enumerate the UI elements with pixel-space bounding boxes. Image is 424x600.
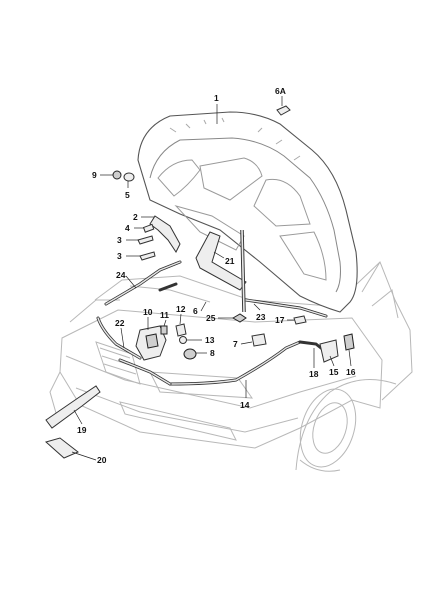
part-17-buffer xyxy=(293,315,307,325)
callout-13: 13 xyxy=(205,335,215,345)
part-20-trim xyxy=(44,437,79,459)
callout-1: 1 xyxy=(214,93,219,103)
callout-19: 19 xyxy=(77,425,87,435)
callout-2: 2 xyxy=(133,212,138,222)
part-13-screw xyxy=(179,336,187,344)
callout-21: 21 xyxy=(225,256,235,266)
callout-24: 24 xyxy=(116,270,126,280)
part-9-buffer xyxy=(112,170,122,180)
callout-6a: 6A xyxy=(275,86,286,96)
callout-5: 5 xyxy=(125,190,130,200)
part-15-handle xyxy=(319,339,339,363)
part-6-stay-rod xyxy=(240,229,246,313)
part-5-buffer xyxy=(123,172,135,182)
part-19-strip xyxy=(45,385,101,429)
callout-10: 10 xyxy=(143,307,153,317)
part-8-cap xyxy=(183,348,197,360)
bonnet-panel xyxy=(137,111,358,313)
part-3-bolt-upper xyxy=(137,235,154,245)
part-10-lock xyxy=(135,325,167,361)
callout-18: 18 xyxy=(309,369,319,379)
callout-3-upper: 3 xyxy=(117,235,122,245)
callout-labels: 1 6A 9 5 2 4 3 3 21 24 6 25 23 17 10 11 … xyxy=(77,86,356,465)
vehicle-body-outline xyxy=(49,261,413,472)
callout-22: 22 xyxy=(115,318,125,328)
part-11-clip xyxy=(160,325,168,335)
part-24-seal-strip xyxy=(104,260,182,306)
part-21-support xyxy=(195,231,247,291)
callout-7: 7 xyxy=(233,339,238,349)
callout-15: 15 xyxy=(329,367,339,377)
part-6a-grommet xyxy=(276,105,291,116)
callout-17: 17 xyxy=(275,315,285,325)
callout-25: 25 xyxy=(206,313,216,323)
callout-4: 4 xyxy=(125,223,130,233)
callout-12: 12 xyxy=(176,304,186,314)
part-4-screw xyxy=(142,223,155,233)
callout-20: 20 xyxy=(97,455,107,465)
part-25-clip xyxy=(231,313,247,323)
part-23-seal-strip xyxy=(244,298,328,318)
part-7-lever xyxy=(251,333,267,347)
callout-23: 23 xyxy=(256,312,266,322)
part-16-bracket xyxy=(343,333,355,351)
callout-16: 16 xyxy=(346,367,356,377)
callout-6: 6 xyxy=(193,306,198,316)
part-3-bolt-lower xyxy=(139,251,156,261)
part-22-cable xyxy=(96,316,142,360)
callout-8: 8 xyxy=(210,348,215,358)
part-2-bracket xyxy=(149,215,181,253)
callout-14: 14 xyxy=(240,400,250,410)
callout-9: 9 xyxy=(92,170,97,180)
part-14-release-cable xyxy=(118,340,302,386)
callout-11: 11 xyxy=(160,310,169,320)
leader-lines xyxy=(71,96,352,461)
callout-3-lower: 3 xyxy=(117,251,122,261)
part-12-screw xyxy=(175,323,187,337)
